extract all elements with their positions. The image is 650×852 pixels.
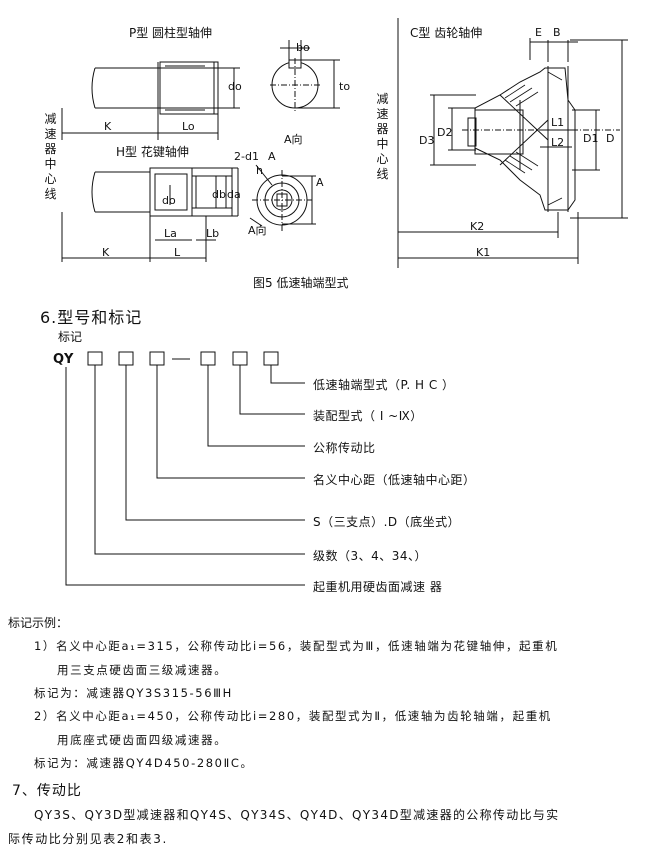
tree-item-product: 起重机用硬齿面减速 器: [313, 580, 443, 594]
dim-to: to: [339, 80, 351, 93]
section-7-para-2: 际传动比分别见表2和表3.: [8, 832, 168, 846]
dim-2-d1: 2-d1: [234, 150, 259, 163]
figure-caption: 图5 低速轴端型式: [253, 276, 349, 290]
dim-do-h: do: [162, 194, 176, 207]
c-type-title: C型 齿轮轴伸: [410, 26, 483, 40]
p-type-title: P型 圆柱型轴伸: [129, 26, 213, 40]
dim-L: L: [174, 246, 181, 259]
tree-item-center-distance: 名义中心距（低速轴中心距）: [313, 473, 476, 487]
a-direction-label-2: A向: [248, 224, 267, 237]
dim-L1: L1: [551, 116, 565, 129]
dim-h: h: [256, 164, 263, 177]
h-type-title: H型 花键轴伸: [116, 145, 189, 159]
dim-Lo: Lo: [182, 120, 195, 133]
example-2-line-2: 用底座式硬齿面四级减速器。: [57, 733, 228, 747]
tree-item-support: S（三支点）.D（底坐式）: [313, 515, 461, 529]
a-direction-label: A向: [284, 133, 303, 146]
dim-A-top: A: [268, 150, 276, 163]
dim-B: B: [553, 26, 561, 39]
example-1-mark: 标记为：减速器QY3S315-56ⅢH: [34, 686, 233, 700]
dim-E: E: [535, 26, 542, 39]
dim-bo: bo: [296, 41, 310, 54]
dim-K-h: K: [102, 246, 110, 259]
dim-K: K: [104, 120, 112, 133]
dim-L2: L2: [551, 136, 565, 149]
marking-label: 标记: [58, 330, 83, 344]
dim-D2: D2: [437, 126, 453, 139]
examples-title: 标记示例：: [8, 616, 69, 630]
reducer-center-line-right: 减速器中心线: [376, 92, 389, 181]
example-2-line-1: 2）名义中心距a₁=450，公称传动比i=280，装配型式为Ⅱ，低速轴为齿轮轴端…: [34, 709, 552, 723]
example-2-mark: 标记为：减速器QY4D450-280ⅡC。: [34, 756, 254, 770]
model-prefix: QY: [53, 352, 74, 367]
tree-item-stages: 级数（3、4、34、）: [313, 549, 428, 563]
dim-da: da: [227, 188, 241, 201]
section-6-title: 6.型号和标记: [40, 308, 143, 327]
tree-item-assembly: 装配型式（ I ~Ⅸ）: [313, 409, 423, 423]
dim-D: D: [606, 132, 615, 145]
dim-K1: K1: [476, 246, 491, 259]
dim-D1: D1: [583, 132, 599, 145]
dim-A-right: A: [316, 176, 324, 189]
dim-D3: D3: [419, 134, 435, 147]
tree-item-ratio: 公称传动比: [313, 441, 376, 455]
shaft-end-drawing: [61, 18, 628, 268]
section-7-title: 7、传动比: [12, 783, 82, 799]
dim-La: La: [164, 227, 177, 240]
dim-Lb: Lb: [206, 227, 220, 240]
example-1-line-1: 1）名义中心距a₁=315，公称传动比i=56，装配型式为Ⅲ，低速轴端为花键轴伸…: [34, 639, 559, 653]
dim-db: db: [212, 188, 226, 201]
dim-K2: K2: [470, 220, 485, 233]
example-1-line-2: 用三支点硬齿面三级减速器。: [57, 663, 228, 677]
dim-do: do: [228, 80, 242, 93]
reducer-center-line-left: 减速器中心线: [44, 112, 57, 201]
tree-item-shaft-end: 低速轴端型式（P. H C ）: [313, 378, 455, 392]
section-7-para-1: QY3S、QY3D型减速器和QY4S、QY34S、QY4D、QY34D型减速器的…: [34, 808, 560, 822]
